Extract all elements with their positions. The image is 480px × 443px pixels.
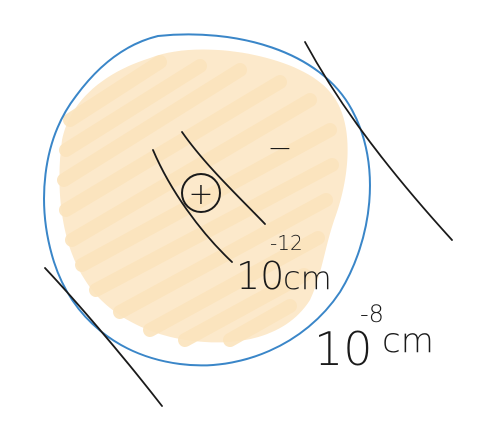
nucleus-charge-sign: +: [188, 177, 213, 212]
nucleus-size-extension-line-right: [181, 131, 266, 225]
atom-size-extension-line-upper: [304, 41, 453, 241]
nucleus-size-unit: cm: [283, 259, 332, 297]
nucleus-size-label: 10 -12 cm: [236, 231, 332, 298]
electron-cloud-scribble: [57, 55, 339, 347]
atom-size-label: 10 -8 cm: [314, 300, 434, 376]
atom-outline: [43, 33, 371, 367]
nucleus-size-exponent: -12: [270, 231, 303, 255]
atom-size-base: 10: [314, 322, 373, 376]
nucleus-size-extension-line-left: [152, 149, 233, 263]
electron-charge-sign: −: [267, 131, 292, 166]
nucleus-circle: [181, 173, 221, 213]
atom-size-unit: cm: [382, 321, 434, 361]
nucleus: +: [181, 173, 221, 213]
electron-cloud-shading: [57, 49, 348, 347]
nucleus-size-base: 10: [236, 254, 284, 298]
atom-size-extension-line-lower: [44, 267, 163, 407]
atom-size-exponent: -8: [360, 300, 384, 328]
